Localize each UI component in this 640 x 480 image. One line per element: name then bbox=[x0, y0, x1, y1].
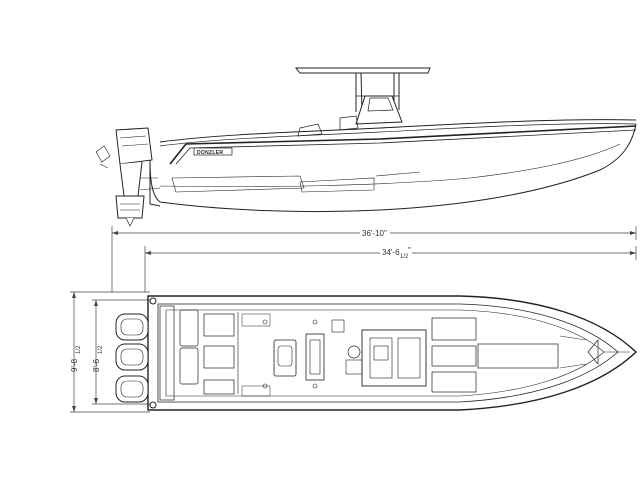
hull-sheer-line bbox=[159, 119, 637, 143]
hull-decal-box bbox=[193, 147, 233, 156]
hull-length-fraction: 1/2 bbox=[400, 254, 409, 260]
beam-hull-label: 8'-6 bbox=[92, 358, 101, 372]
beam-overall-label: 9'-8 bbox=[70, 358, 79, 372]
beam-overall-fraction: 1/2 bbox=[76, 345, 82, 354]
beam-hull-fraction: 1/2 bbox=[98, 345, 104, 354]
outboard-engines-top bbox=[115, 313, 149, 403]
outboard-engines-side bbox=[95, 127, 153, 227]
dimension-arrows bbox=[72, 231, 636, 412]
dimension-lines bbox=[70, 226, 637, 413]
hull-length-label: 34'-6 bbox=[382, 248, 400, 257]
hull-bottom bbox=[149, 123, 637, 213]
side-profile-view bbox=[139, 67, 637, 213]
hull-stripe bbox=[169, 125, 637, 165]
hull-length-inch-mark: " bbox=[408, 246, 411, 255]
top-plan-view bbox=[147, 295, 638, 411]
hull-decal-text: DONZLER bbox=[197, 150, 223, 156]
center-console bbox=[297, 95, 403, 137]
hull-outline-plan bbox=[147, 295, 638, 411]
overall-length-label: 36'-10" bbox=[362, 229, 387, 238]
